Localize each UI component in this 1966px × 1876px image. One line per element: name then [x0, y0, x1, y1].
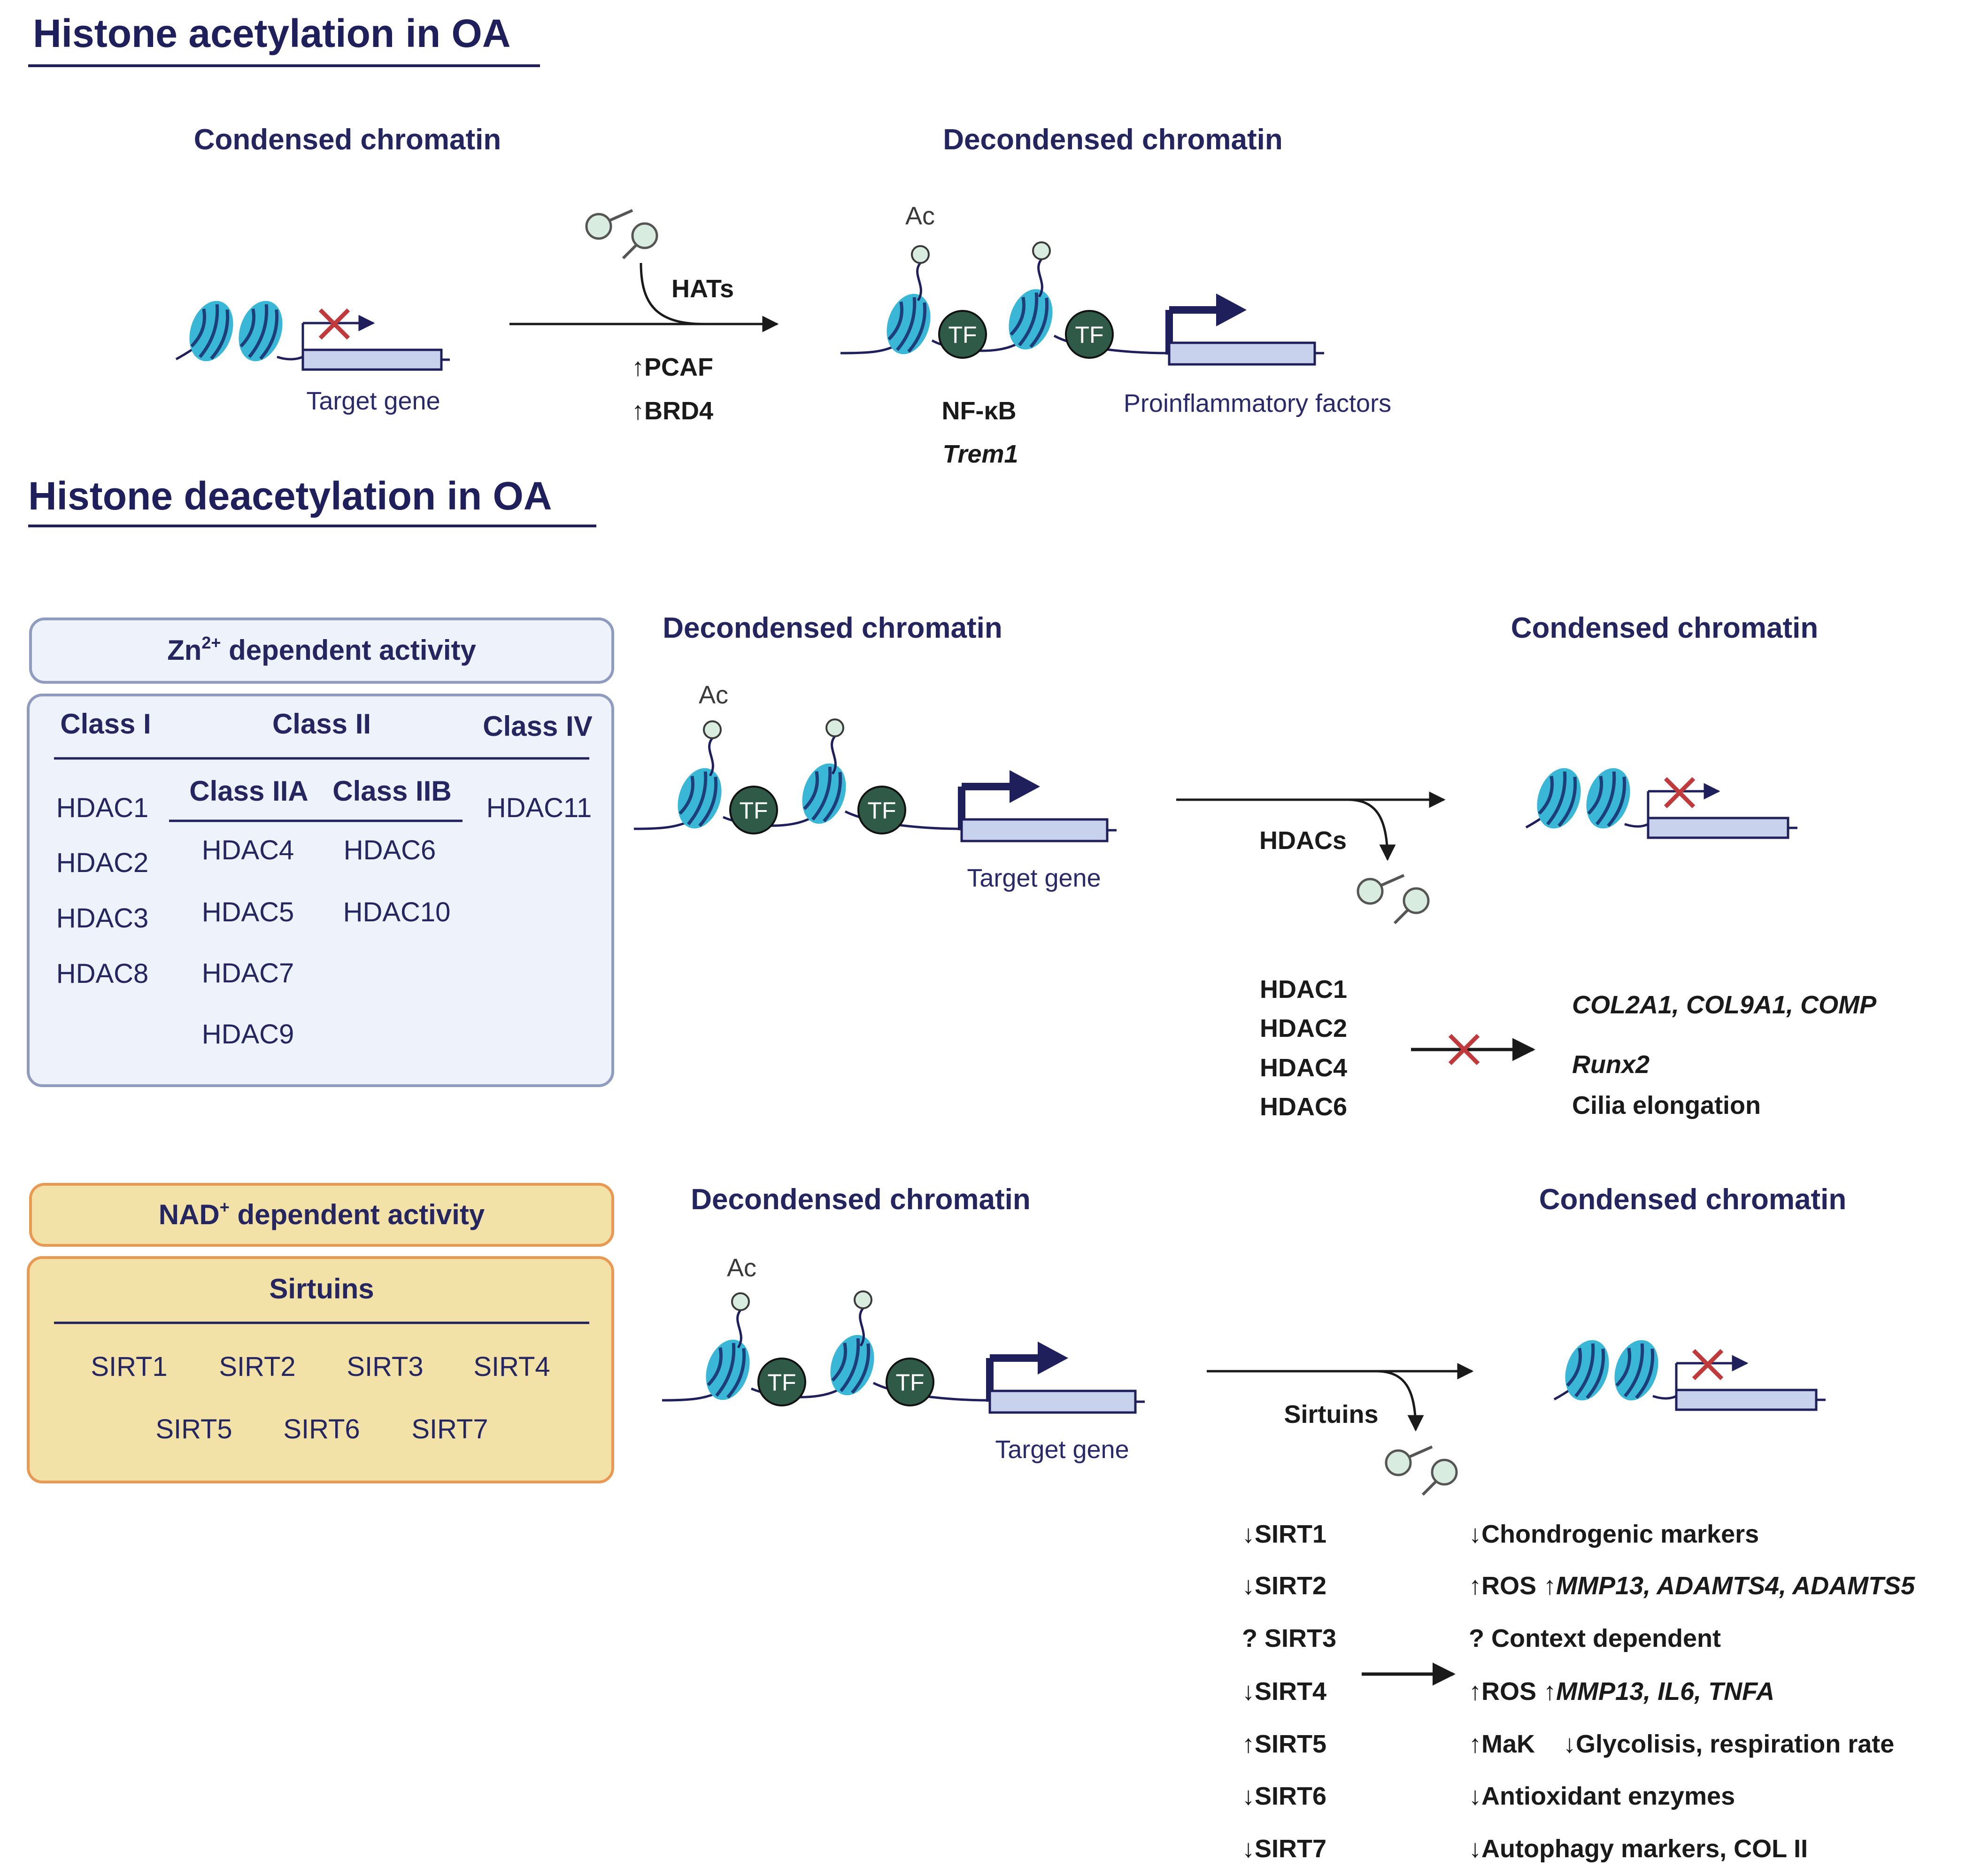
sirt-effect: ↓Chondrogenic markers: [1469, 1520, 1759, 1548]
acet-tf-1-label: TF: [948, 322, 977, 348]
class-iib-header: Class IIB: [332, 775, 451, 807]
sirt-item: SIRT2: [219, 1351, 295, 1382]
sirt-ac-label: Ac: [727, 1254, 756, 1282]
class-i-item: HDAC1: [56, 793, 149, 823]
acet-tf-name-1: NF-κB: [941, 397, 1016, 425]
hdac-tf-2: TF: [857, 786, 906, 834]
hdac-list-item: HDAC6: [1260, 1093, 1347, 1121]
acet-gene-label: Proinflammatory factors: [1124, 389, 1391, 417]
sirt-tf-1-label: TF: [767, 1369, 796, 1396]
class-i-item: HDAC8: [56, 958, 149, 989]
zn-title: Zn2+ dependent activity: [167, 633, 476, 666]
sirt-condensed-chromatin: [1553, 1335, 1826, 1411]
hdac-target: COL2A1, COL9A1, COMP: [1572, 991, 1877, 1019]
hdacs-arrow: [1176, 791, 1446, 923]
class-ii-header: Class II: [272, 708, 371, 740]
nad-title: NAD+ dependent activity: [159, 1197, 485, 1230]
acet-tf-1: TF: [938, 310, 987, 359]
hdac-list-item: HDAC1: [1260, 975, 1347, 1004]
acet-target-gene-label: Target gene: [306, 387, 440, 415]
sirt-item: SIRT4: [473, 1351, 550, 1382]
class-i-item: HDAC2: [56, 848, 149, 878]
class-iv-header: Class IV: [483, 710, 592, 742]
acet-factor-2: ↑BRD4: [632, 397, 713, 425]
hats-label: HATs: [671, 275, 734, 303]
acet-tf-2: TF: [1065, 310, 1114, 359]
acet-condensed-chromatin: [175, 295, 450, 371]
acet-decondensed-chromatin: [840, 242, 1324, 366]
hdac-list-item: HDAC4: [1260, 1054, 1347, 1082]
acet-left-state: Condensed chromatin: [194, 124, 501, 156]
hdac-target: Cilia elongation: [1572, 1091, 1761, 1119]
hdac-gene-label: Target gene: [967, 864, 1101, 892]
hdac-tf-1-label: TF: [739, 797, 768, 824]
sirtuins-header: Sirtuins: [269, 1273, 374, 1305]
sirt-list-item: ↓SIRT7: [1242, 1835, 1326, 1863]
acet-factor-1: ↑PCAF: [632, 353, 713, 381]
hdac-inhibit-arrow: [1411, 1035, 1535, 1064]
sirt-list-item: ↓SIRT6: [1242, 1782, 1326, 1810]
sirt-effect: ↑MaK ↓Glycolisis, respiration rate: [1469, 1730, 1894, 1758]
sirt-effect: ? Context dependent: [1469, 1624, 1721, 1652]
hdacs-label: HDACs: [1259, 826, 1347, 855]
sirt-list-item: ↑SIRT5: [1242, 1730, 1326, 1758]
sirtuins-label: Sirtuins: [1284, 1400, 1378, 1428]
class-iib-item: HDAC10: [343, 897, 451, 927]
hdac-target: Runx2: [1572, 1050, 1650, 1079]
sirt-left-state: Decondensed chromatin: [691, 1183, 1030, 1216]
hdac-left-state: Decondensed chromatin: [663, 612, 1002, 644]
sirt-item: SIRT7: [411, 1414, 488, 1444]
sirt-gene-label: Target gene: [995, 1436, 1129, 1464]
sirtuins-arrow: [1207, 1363, 1474, 1495]
sirt-list-item: ? SIRT3: [1242, 1624, 1336, 1652]
sirt-effect: ↓Autophagy markers, COL II: [1469, 1835, 1808, 1863]
sirt-effect: ↑ROS ↑MMP13, ADAMTS4, ADAMTS5: [1469, 1572, 1915, 1600]
acet-ac-label: Ac: [905, 202, 935, 230]
class-iia-item: HDAC7: [202, 958, 294, 988]
hdac-condensed-chromatin: [1525, 763, 1797, 839]
hdac-tf-2-label: TF: [867, 797, 896, 824]
acet-right-state: Decondensed chromatin: [943, 124, 1282, 156]
zn-classes-box: [27, 694, 614, 1087]
sirt-effect: ↑ROS ↑MMP13, IL6, TNFA: [1469, 1677, 1774, 1706]
deacetylation-title: Histone deacetylation in OA: [28, 474, 552, 518]
zn-title-box: [29, 618, 614, 684]
class-iia-item: HDAC5: [202, 897, 294, 927]
sirt-list-item: ↓SIRT4: [1242, 1677, 1326, 1706]
sirt-tf-2: TF: [886, 1358, 934, 1406]
hdac-list-item: HDAC2: [1260, 1014, 1347, 1042]
hdac-ac-label: Ac: [699, 681, 728, 709]
sirt-right-state: Condensed chromatin: [1539, 1183, 1847, 1216]
sirt-list-item: ↓SIRT1: [1242, 1520, 1326, 1548]
nad-sirtuins-box: [27, 1256, 614, 1483]
sirt-tf-2-label: TF: [895, 1369, 924, 1396]
sirt-tf-1: TF: [757, 1358, 806, 1406]
sirt-effect: ↓Antioxidant enzymes: [1469, 1782, 1735, 1810]
hdac-right-state: Condensed chromatin: [1511, 612, 1819, 644]
class-iia-item: HDAC9: [202, 1019, 294, 1050]
class-i-item: HDAC3: [56, 903, 149, 934]
sirt-list-item: ↓SIRT2: [1242, 1572, 1326, 1600]
acetylation-title: Histone acetylation in OA: [33, 11, 511, 55]
sirt-item: SIRT6: [283, 1414, 360, 1444]
sirt-item: SIRT1: [91, 1351, 167, 1382]
acet-tf-name-2: Trem1: [942, 440, 1018, 468]
nad-title-box: [29, 1183, 614, 1247]
class-iv-item: HDAC11: [486, 793, 592, 823]
hdac-tf-1: TF: [729, 786, 778, 834]
class-iib-item: HDAC6: [344, 835, 436, 865]
sirt-item: SIRT5: [155, 1414, 232, 1444]
class-iia-item: HDAC4: [202, 835, 294, 865]
class-i-header: Class I: [60, 708, 151, 740]
hats-arrow: [509, 210, 779, 332]
class-iia-header: Class IIA: [189, 775, 308, 807]
sirt-item: SIRT3: [347, 1351, 423, 1382]
acet-tf-2-label: TF: [1075, 322, 1103, 348]
